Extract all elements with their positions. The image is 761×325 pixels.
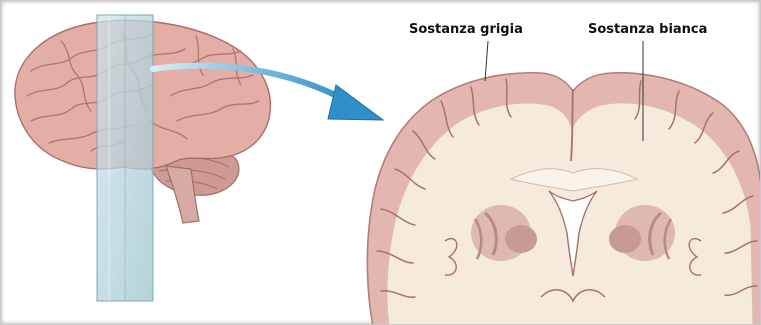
coronal-section [367,73,761,325]
leader-line-grey-matter [485,41,488,81]
label-white-matter: Sostanza bianca [588,22,707,37]
label-grey-matter: Sostanza grigia [409,22,523,37]
cutting-plane [97,15,153,301]
